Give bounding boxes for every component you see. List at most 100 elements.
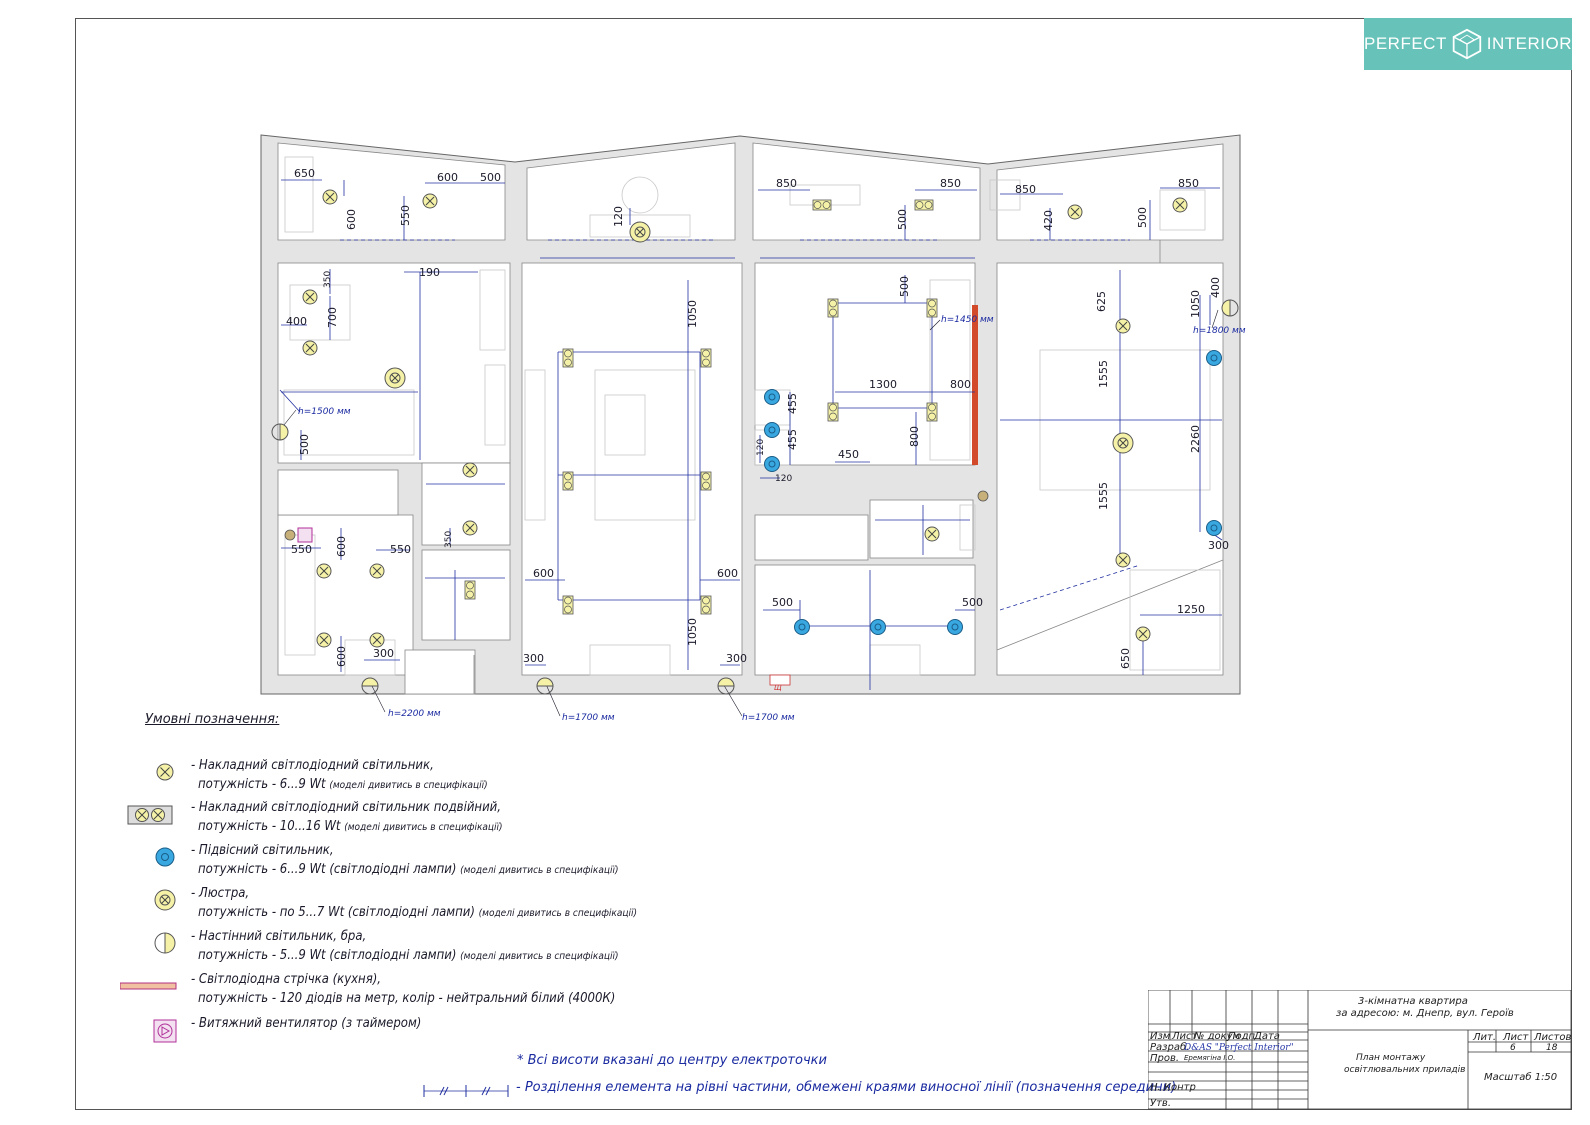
- division-symbol-icon: [423, 1085, 509, 1097]
- double-lamp-icon: [700, 471, 712, 491]
- dim-label: 350: [323, 271, 333, 288]
- dim-label: 1050: [686, 618, 699, 646]
- dim-label: 600: [335, 536, 348, 557]
- double-lamp-icon: [914, 199, 934, 211]
- double-lamp-icon: [827, 402, 839, 422]
- double-lamp-icon: [926, 298, 938, 318]
- ceiling-lamp-icon: [422, 193, 438, 209]
- dim-label: 190: [419, 266, 440, 279]
- legend-item-pendant: - Підвісний світильник, потужність - 6..…: [120, 843, 820, 883]
- dim-label: 625: [1095, 291, 1108, 312]
- list-value: 6: [1510, 1043, 1516, 1053]
- chandelier-icon: [629, 221, 651, 243]
- socket-icon: [284, 529, 296, 541]
- dim-label: 850: [1178, 177, 1199, 190]
- dim-label: 500: [896, 209, 909, 230]
- dim-label: 650: [294, 167, 315, 180]
- double-lamp-icon: [127, 805, 173, 825]
- sheet-title-1: План монтажу: [1356, 1053, 1426, 1063]
- dimension-labels: 650 600 500 600 550 120 850 850 500 850 …: [286, 167, 1229, 669]
- pendant-lamp-icon: [794, 619, 810, 635]
- dim-label: 600: [533, 567, 554, 580]
- legend-line1: - Накладний світлодіодний світильник,: [191, 758, 434, 773]
- project-line1: 3-кімнатна квартира: [1358, 996, 1468, 1007]
- double-lamp-icon: [926, 402, 938, 422]
- legend-line1: - Підвісний світильник,: [191, 843, 334, 858]
- lists-value: 18: [1546, 1043, 1558, 1053]
- chandelier-icon: [384, 367, 406, 389]
- role-dev: Разраб.: [1150, 1042, 1190, 1053]
- dim-label: 350: [444, 531, 454, 548]
- checker-name: Еремягіна І.О.: [1184, 1054, 1236, 1062]
- legend-item-double-lamp: - Накладний світлодіодний світильник под…: [120, 800, 820, 840]
- header-date: Дата: [1254, 1031, 1280, 1042]
- double-lamp-icon: [464, 580, 476, 600]
- dim-label: 300: [523, 652, 544, 665]
- legend-item-sconce: - Настінний світильник, бра, потужність …: [120, 929, 820, 969]
- legend-line1: - Люстра,: [191, 886, 250, 901]
- chandelier-icon: [154, 889, 176, 911]
- dim-label: 700: [326, 307, 339, 328]
- role-check: Пров.: [1150, 1053, 1180, 1064]
- legend-item-surface-lamp: - Накладний світлодіодний світильник, по…: [120, 758, 820, 798]
- title-block-grid: [1148, 990, 1572, 1110]
- chandelier-icon: [1112, 432, 1134, 454]
- lists-label: Листов: [1534, 1032, 1572, 1043]
- pendant-lamp-icon: [947, 619, 963, 635]
- legend-item-fan: - Витяжний вентилятор (з таймером): [120, 1016, 820, 1056]
- legend-line2: потужність - 10...16 Wt (моделі дивитись…: [198, 819, 503, 834]
- ceiling-lamp-icon: [1067, 204, 1083, 220]
- dim-label: 500: [962, 596, 983, 609]
- led-strip-icon: [120, 982, 177, 990]
- legend-item-chandelier: - Люстра, потужність - по 5...7 Wt (світ…: [120, 886, 820, 926]
- dim-label: 550: [291, 543, 312, 556]
- header-sign: Подп: [1228, 1031, 1256, 1042]
- surface-lamp-icon: [156, 763, 174, 781]
- dim-label: 300: [1208, 539, 1229, 552]
- legend-line1: - Накладний світлодіодний світильник под…: [191, 800, 501, 815]
- pendant-lamp-icon: [1206, 520, 1222, 536]
- ceiling-lamp-icon: [369, 632, 385, 648]
- dim-label: 500: [298, 434, 311, 455]
- fixtures: [271, 189, 1239, 695]
- pendant-lamp-icon: [764, 422, 780, 438]
- dim-label: 500: [898, 276, 911, 297]
- dim-label: 550: [399, 205, 412, 226]
- dim-label: 1555: [1097, 482, 1110, 510]
- legend-line2: потужність - по 5...7 Wt (світлодіодні л…: [198, 905, 637, 920]
- height-label: h=1700 мм: [742, 713, 795, 723]
- project-line2: за адресою: м. Днепр, вул. Героїв: [1336, 1008, 1514, 1019]
- ceiling-lamp-icon: [316, 632, 332, 648]
- dim-label: 455: [786, 393, 799, 414]
- dim-label: 850: [940, 177, 961, 190]
- ceiling-lamp-icon: [302, 340, 318, 356]
- exhaust-fan-icon: [297, 527, 313, 543]
- ceiling-lamp-icon: [1135, 626, 1151, 642]
- legend-line2: потужність - 6...9 Wt (світлодіодні ламп…: [198, 862, 619, 877]
- wall-sconce-icon: [154, 932, 176, 954]
- legend-line1: - Настінний світильник, бра,: [191, 929, 367, 944]
- drawing-frame: [75, 18, 1572, 1110]
- pendant-lamp-icon: [870, 619, 886, 635]
- dim-label: 300: [726, 652, 747, 665]
- double-lamp-icon: [562, 595, 574, 615]
- double-lamp-icon: [562, 471, 574, 491]
- list-label: Лист: [1503, 1032, 1529, 1043]
- pendant-lamp-icon: [1206, 350, 1222, 366]
- heights-note: * Всі висоти вказані до центру електрото…: [517, 1053, 827, 1068]
- double-lamp-icon: [812, 199, 832, 211]
- dim-label: 850: [776, 177, 797, 190]
- dim-label: 120: [775, 474, 792, 484]
- ceiling-lamp-icon: [369, 563, 385, 579]
- dev-company: D&AS "Perfect Interior": [1184, 1043, 1294, 1053]
- dim-label: 600: [437, 171, 458, 184]
- dim-label: 600: [345, 209, 358, 230]
- height-label: h=2200 мм: [388, 709, 441, 719]
- header-izm: Изм: [1150, 1031, 1171, 1042]
- dim-label: 650: [1119, 648, 1132, 669]
- dim-label: 500: [1136, 207, 1149, 228]
- dim-label: 600: [335, 646, 348, 667]
- logo-text-right: INTERIOR: [1486, 34, 1572, 53]
- role-appr: Утв.: [1150, 1098, 1171, 1109]
